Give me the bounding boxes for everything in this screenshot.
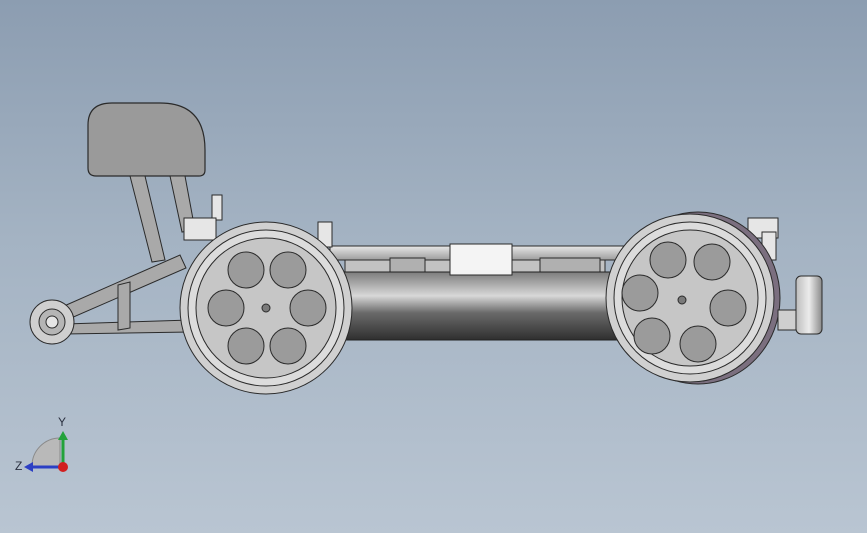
seat-frame — [54, 175, 196, 335]
y-axis-label: Y — [58, 415, 66, 429]
y-arrow-icon — [58, 431, 68, 440]
z-arrow-icon — [24, 462, 33, 472]
caster-wheel — [29, 299, 75, 345]
rear-wheel — [179, 221, 353, 395]
front-wheel — [605, 211, 781, 385]
center-block — [449, 243, 513, 276]
z-axis-label: Z — [15, 459, 22, 473]
seat-back — [87, 102, 206, 177]
triad-base — [31, 437, 61, 467]
view-orientation-triad[interactable]: Y Z — [12, 412, 82, 482]
axle-brackets — [183, 194, 779, 261]
front-motor — [777, 275, 823, 335]
battery-tube — [334, 271, 636, 341]
origin-dot — [58, 462, 68, 472]
